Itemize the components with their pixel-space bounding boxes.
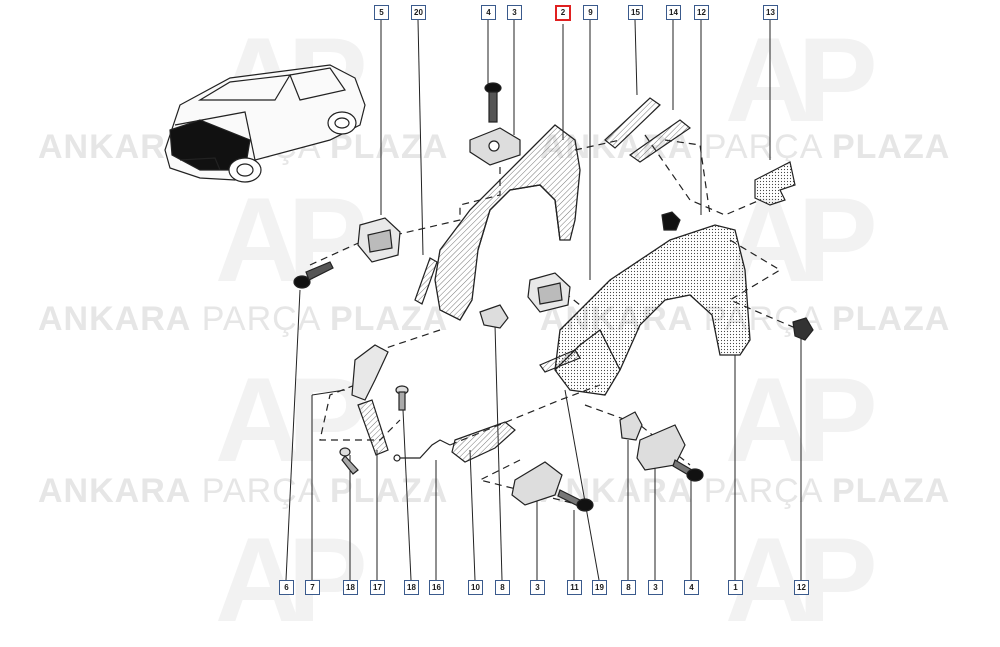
callout-bottom-10[interactable]: 10 xyxy=(468,580,483,595)
watermark-logo: AP xyxy=(725,173,878,307)
callout-top-3[interactable]: 3 xyxy=(507,5,522,20)
callout-top-4[interactable]: 4 xyxy=(481,5,496,20)
trim-strip-part-14 xyxy=(628,119,692,163)
mount-part-10 xyxy=(451,421,516,463)
callout-bottom-19[interactable]: 19 xyxy=(592,580,607,595)
callout-bottom-6[interactable]: 6 xyxy=(279,580,294,595)
callout-bottom-11[interactable]: 11 xyxy=(567,580,582,595)
callout-top-15[interactable]: 15 xyxy=(628,5,643,20)
screw-part-11 xyxy=(557,489,594,512)
callout-top-14[interactable]: 14 xyxy=(666,5,681,20)
callout-bottom-7[interactable]: 7 xyxy=(305,580,320,595)
callout-bottom-18b[interactable]: 18 xyxy=(404,580,419,595)
car-illustration xyxy=(164,64,366,183)
trim-strip-part-15 xyxy=(604,97,661,149)
callout-bottom-12[interactable]: 12 xyxy=(794,580,809,595)
watermark-text: ANKARA PARÇA PLAZA xyxy=(38,472,449,510)
clip-part-3 xyxy=(469,127,521,166)
watermark-logo: AP xyxy=(725,13,878,147)
leader-lines xyxy=(380,19,771,280)
watermark-logo: AP xyxy=(215,173,368,307)
bolt-part-4 xyxy=(484,82,502,123)
nut-part-12-right xyxy=(792,317,814,341)
callout-bottom-16[interactable]: 16 xyxy=(429,580,444,595)
exploded-parts-drawing xyxy=(164,19,814,581)
callout-bottom-8[interactable]: 8 xyxy=(495,580,510,595)
callout-top-20[interactable]: 20 xyxy=(411,5,426,20)
callout-top-5[interactable]: 5 xyxy=(374,5,389,20)
clip-part-8 xyxy=(479,304,509,329)
callout-bottom-3[interactable]: 3 xyxy=(530,580,545,595)
bolt-part-18 xyxy=(339,385,409,475)
callout-top-13[interactable]: 13 xyxy=(763,5,778,20)
seal-part-20 xyxy=(414,257,438,305)
screw-part-6 xyxy=(293,261,334,289)
callout-bottom-1[interactable]: 1 xyxy=(728,580,743,595)
callout-bottom-8b[interactable]: 8 xyxy=(621,580,636,595)
bracket-part-13 xyxy=(754,161,796,206)
nut-part-12 xyxy=(661,211,681,231)
bracket-part-9 xyxy=(527,272,571,313)
callout-bottom-4[interactable]: 4 xyxy=(684,580,699,595)
clip-part-8-bottom xyxy=(619,411,643,441)
bolt-part-4-bottom xyxy=(672,459,704,482)
callout-top-9[interactable]: 9 xyxy=(583,5,598,20)
diagram-canvas: AP AP AP AP AP AP AP AP ANKARA PARÇA PLA… xyxy=(38,5,949,640)
callout-bottom-18[interactable]: 18 xyxy=(343,580,358,595)
callout-top-2-highlighted[interactable]: 2 xyxy=(555,5,571,21)
seal-part-19 xyxy=(539,349,581,373)
bracket-part-7 xyxy=(351,344,389,401)
clip-part-3-bottom xyxy=(511,424,686,506)
fender-inner-panel xyxy=(434,124,581,321)
bracket-part-5 xyxy=(357,217,401,263)
leader-lines-bottom xyxy=(285,289,802,581)
cable-part-16 xyxy=(393,439,451,462)
callout-bottom-3b[interactable]: 3 xyxy=(648,580,663,595)
callout-bottom-17[interactable]: 17 xyxy=(370,580,385,595)
callout-top-12[interactable]: 12 xyxy=(694,5,709,20)
fender-outer-panel xyxy=(554,224,751,396)
bracket-part-17 xyxy=(357,399,389,456)
